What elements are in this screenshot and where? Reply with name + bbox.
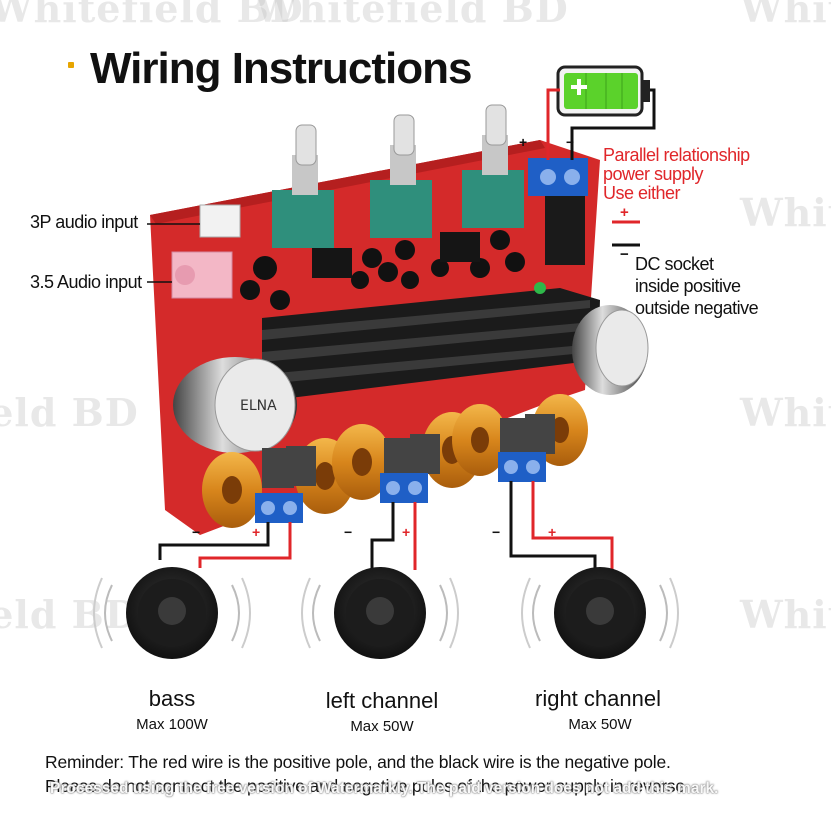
speaker-terminal-left	[380, 473, 428, 503]
potentiometer-3	[462, 104, 524, 228]
left-plus-sign: +	[402, 524, 411, 540]
speaker-right-icon	[521, 567, 679, 659]
power-led	[534, 282, 546, 294]
speaker-bass-max: Max 100W	[136, 716, 208, 733]
reminder-line-2: Please do not connect the positive and n…	[45, 776, 685, 796]
capacitor-right	[572, 305, 649, 395]
speaker-bass-icon	[93, 567, 251, 659]
left-minus-sign: −	[344, 524, 353, 540]
dc-line-1: DC socket	[635, 254, 714, 274]
dc-socket-note: DC socket inside positive outside negati…	[635, 253, 759, 319]
3p-audio-connector	[199, 204, 241, 238]
bass-wire-negative	[158, 522, 270, 560]
battery-icon	[556, 65, 650, 117]
speaker-right-label: right channel	[535, 686, 661, 711]
dc-minus-sign: −	[620, 246, 629, 263]
capacitor-left: ELNA	[173, 357, 297, 453]
power-terminal	[528, 158, 588, 196]
potentiometer-2	[370, 114, 432, 238]
speaker-left-max: Max 50W	[350, 718, 414, 735]
parallel-line-2: power supply	[603, 164, 704, 184]
footer-watermark: Processed using the free version of Wate…	[50, 780, 719, 797]
small-capacitors	[240, 230, 525, 310]
power-wire-positive	[546, 88, 560, 160]
dc-plus-sign: +	[620, 204, 629, 221]
left-wire-negative	[370, 502, 395, 568]
power-plus-sign: +	[519, 134, 528, 150]
dc-line-2: inside positive	[635, 276, 741, 296]
power-minus-sign: −	[566, 134, 575, 150]
power-wire-negative	[570, 88, 656, 160]
parallel-line-3: Use either	[603, 183, 681, 203]
chokes	[262, 414, 555, 488]
speaker-left-label: left channel	[325, 688, 439, 713]
label-35-audio-input: 3.5 Audio input	[30, 272, 142, 292]
bass-plus-sign: +	[252, 524, 261, 540]
speaker-terminal-right	[498, 452, 546, 482]
right-minus-sign: −	[492, 524, 501, 540]
svg-text:ELNA: ELNA	[240, 398, 277, 414]
right-plus-sign: +	[548, 524, 557, 540]
label-3p-audio-input: 3P audio input	[30, 212, 138, 232]
speaker-right-max: Max 50W	[568, 716, 632, 733]
heatsink	[262, 288, 600, 398]
title-bullet	[68, 62, 74, 68]
parallel-power-note: Parallel relationship power supply Use e…	[603, 146, 750, 203]
ic-chip	[312, 248, 352, 278]
dc-socket	[545, 195, 585, 265]
page-title: Wiring Instructions	[90, 44, 472, 93]
speaker-terminal-bass	[255, 493, 303, 523]
reminder-line-1: Reminder: The red wire is the positive p…	[45, 752, 671, 772]
right-wire-positive	[531, 481, 614, 570]
right-wire-negative	[509, 481, 597, 568]
speaker-left-icon	[301, 567, 459, 659]
dc-line-3: outside negative	[635, 298, 759, 318]
potentiometer-1	[272, 124, 334, 248]
ic-chip	[440, 232, 480, 262]
bass-minus-sign: −	[192, 524, 201, 540]
reminder-text: Reminder: The red wire is the positive p…	[45, 750, 685, 798]
parallel-line-1: Parallel relationship	[603, 145, 750, 165]
speaker-bass-label: bass	[148, 686, 196, 711]
bass-wire-positive	[198, 522, 292, 568]
